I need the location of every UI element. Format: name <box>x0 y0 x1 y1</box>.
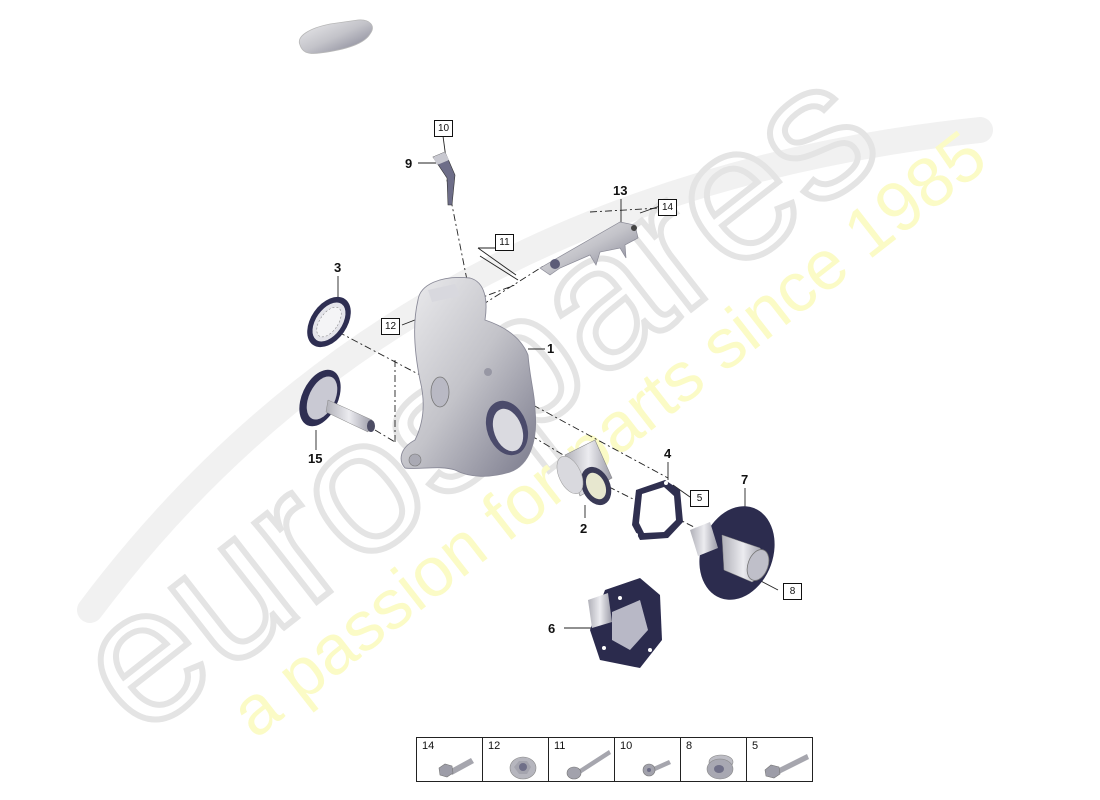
fastener-table: 14 12 11 10 <box>416 737 813 782</box>
fastener-cell-12[interactable]: 12 <box>483 738 549 781</box>
fastener-number: 14 <box>422 740 435 752</box>
flange-nut-icon <box>509 756 537 780</box>
hex-bolt-long-icon <box>764 754 809 779</box>
callout-15[interactable]: 15 <box>308 451 323 466</box>
callout-5[interactable]: 5 <box>690 490 709 507</box>
fastener-number: 12 <box>488 740 501 752</box>
part-bracket[interactable] <box>539 221 639 276</box>
fastener-number: 11 <box>554 740 566 752</box>
part-gasket-plate[interactable] <box>632 480 683 540</box>
fastener-number: 5 <box>752 740 759 752</box>
callout-3[interactable]: 3 <box>334 260 342 275</box>
callout-1[interactable]: 1 <box>547 341 555 356</box>
callout-7[interactable]: 7 <box>741 472 749 487</box>
callout-4[interactable]: 4 <box>664 446 672 461</box>
fastener-cell-14[interactable]: 14 <box>417 738 483 781</box>
fastener-cell-10[interactable]: 10 <box>615 738 681 781</box>
part-drive-flange[interactable] <box>588 578 662 668</box>
callout-9[interactable]: 9 <box>405 156 413 171</box>
collar-nut-icon <box>706 754 734 780</box>
part-dust-shield[interactable] <box>298 289 360 356</box>
part-wheel-carrier[interactable] <box>400 277 537 477</box>
callout-13[interactable]: 13 <box>613 183 628 198</box>
flange-bolt-long-icon <box>566 750 611 780</box>
callout-10[interactable]: 10 <box>434 120 453 137</box>
part-wheel-bearing[interactable] <box>552 439 618 510</box>
part-wheel-hub[interactable] <box>687 496 787 611</box>
callout-11[interactable]: 11 <box>495 234 514 251</box>
callout-14[interactable]: 14 <box>658 199 677 216</box>
car-thumbnail <box>298 19 373 54</box>
socket-head-screw-icon <box>642 760 671 777</box>
part-speed-sensor[interactable] <box>432 151 456 206</box>
callout-12[interactable]: 12 <box>381 318 400 335</box>
fastener-cell-11[interactable]: 11 <box>549 738 615 781</box>
callout-6[interactable]: 6 <box>548 621 556 636</box>
hex-bolt-short-icon <box>438 758 474 778</box>
part-stub-axle[interactable] <box>291 363 375 433</box>
fastener-number: 8 <box>686 740 693 752</box>
fastener-number: 10 <box>620 740 633 752</box>
fastener-cell-8[interactable]: 8 <box>681 738 747 781</box>
fastener-cell-5[interactable]: 5 <box>747 738 812 781</box>
callout-2[interactable]: 2 <box>580 521 588 536</box>
callout-8[interactable]: 8 <box>783 583 802 600</box>
